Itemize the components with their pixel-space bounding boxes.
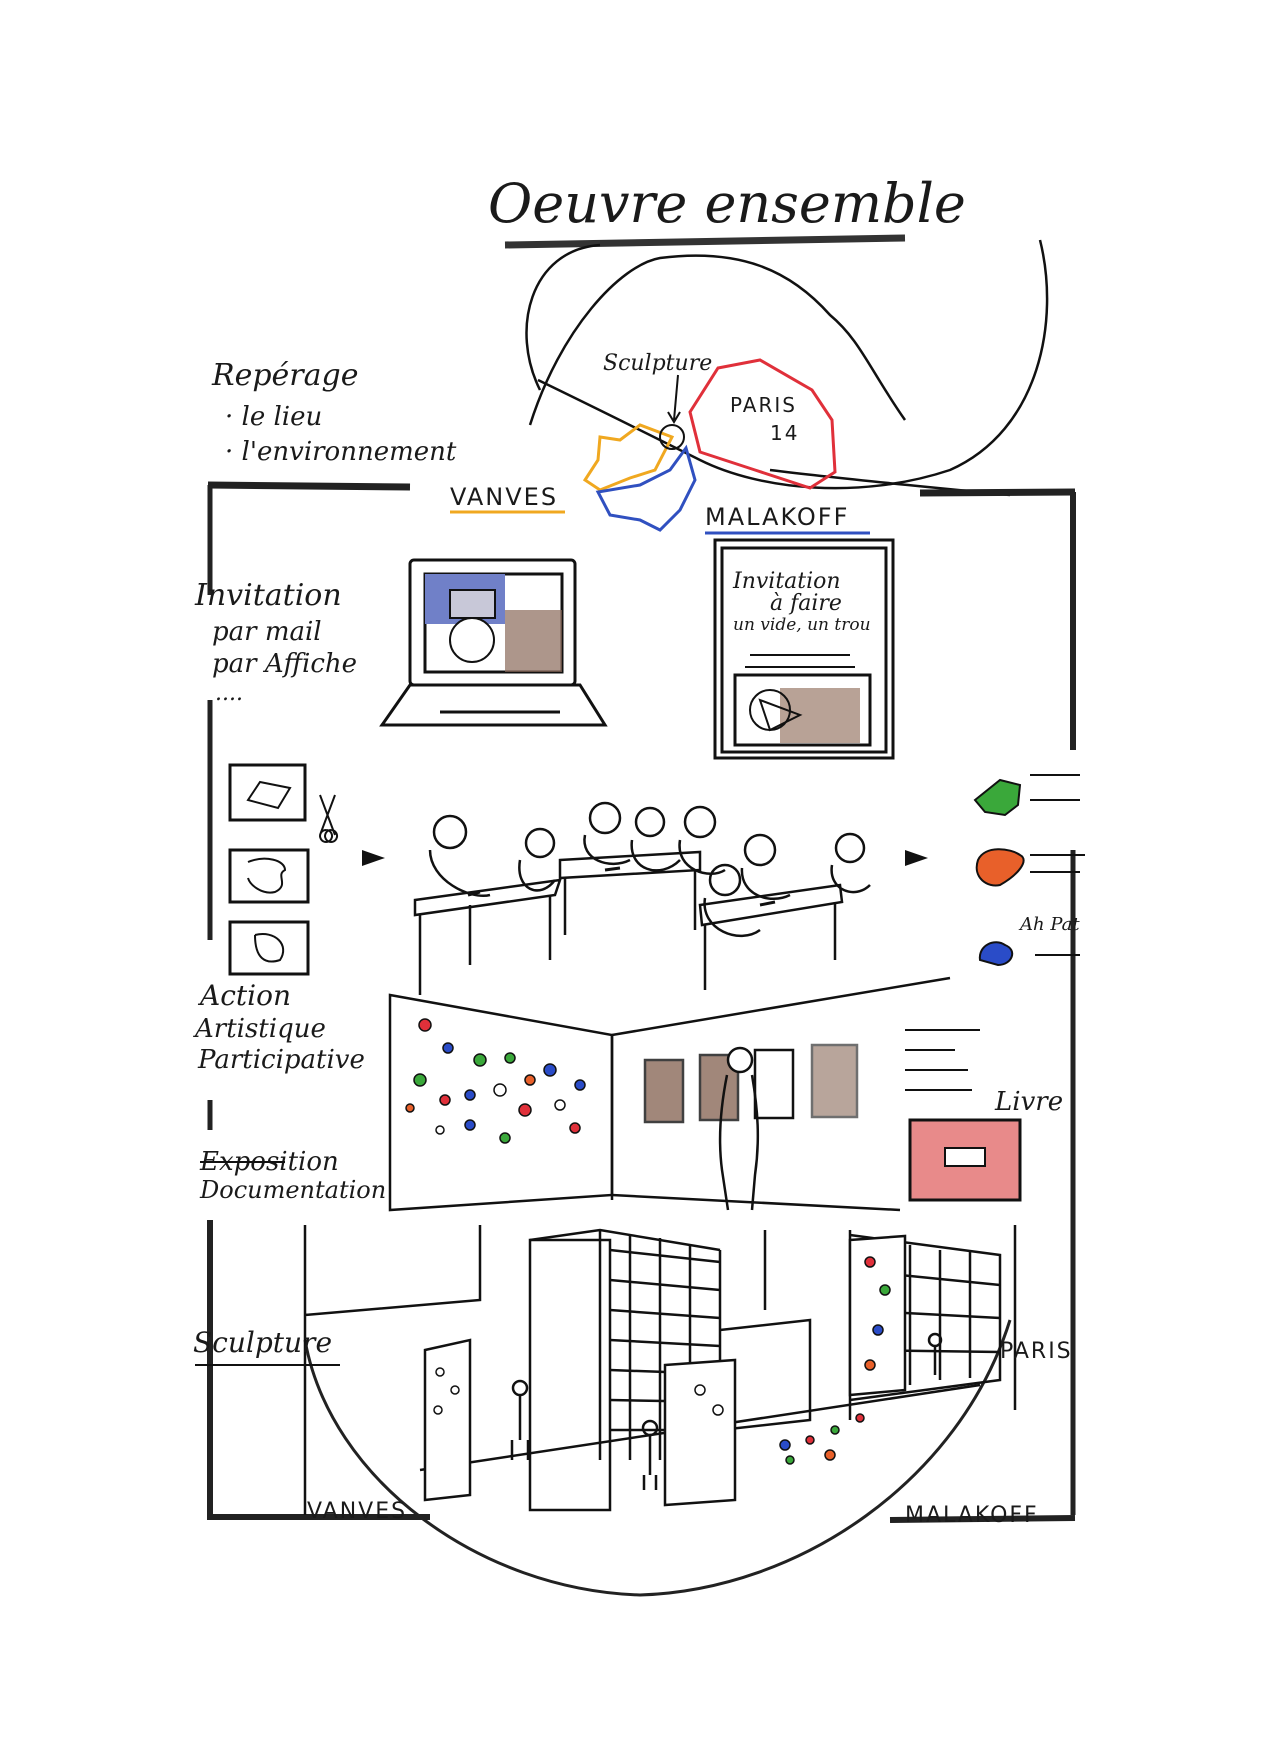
book-label: Livre	[994, 1087, 1063, 1117]
poster-line-1: Invitation	[732, 569, 841, 594]
scattered-shapes	[433, 1256, 891, 1465]
invitation-line-mail: par mail	[212, 617, 322, 647]
scissors-icon	[319, 794, 339, 843]
book-cover-label-icon	[944, 1147, 986, 1167]
reperage-item-environnement: · l'environnement	[225, 437, 457, 467]
map-sculpture-label: Sculpture	[603, 351, 712, 376]
action-line-3: Participative	[197, 1045, 365, 1075]
marker-arrow-icon	[667, 374, 681, 424]
arrow-right-icon	[905, 850, 928, 866]
scene-vanves-label: VANVES	[307, 1499, 407, 1524]
workshop-scene	[413, 801, 871, 995]
scene-malakoff-label: MALAKOFF	[905, 1503, 1039, 1528]
map-paris-number: 14	[770, 421, 799, 445]
map-malakoff-label: MALAKOFF	[705, 503, 849, 531]
scene-paris-label: PARIS	[1000, 1339, 1073, 1364]
page-title: Oeuvre ensemble	[488, 172, 966, 235]
invitation-heading: Invitation	[194, 578, 342, 613]
map-area: Sculpture PARIS 14 VANVES MALAKOFF	[450, 239, 1049, 535]
blue-shape-icon	[978, 941, 1014, 967]
expo-line-2: Documentation	[199, 1176, 386, 1204]
paris-outline	[688, 358, 837, 490]
notes-lines	[905, 1029, 980, 1091]
scene-sculpture-label: Sculpture	[193, 1326, 332, 1359]
orange-shape-icon	[975, 848, 1025, 887]
shape-caption: Ah Pat	[1018, 914, 1080, 935]
vanves-outline	[582, 423, 675, 492]
template-cards	[228, 763, 310, 976]
poster-icon	[713, 538, 895, 760]
title-underline	[504, 234, 906, 249]
action-line-1: Action	[197, 979, 291, 1012]
scribble-notes	[1030, 774, 1085, 956]
street-scene	[303, 1225, 1017, 1515]
map-vanves-label: VANVES	[450, 483, 558, 511]
main-frame	[207, 481, 1076, 1597]
arrow-left-icon	[362, 850, 385, 866]
reperage-heading: Repérage	[211, 358, 358, 393]
sculpture-marker-icon	[659, 424, 685, 450]
exhibition-scene	[388, 976, 951, 1212]
action-line-2: Artistique	[193, 1014, 326, 1044]
laptop-icon	[379, 558, 608, 727]
map-paris-label: PARIS	[730, 393, 797, 417]
reperage-item-lieu: · le lieu	[225, 402, 322, 432]
malakoff-outline	[595, 444, 697, 532]
green-shape-icon	[973, 778, 1022, 817]
invitation-line-affiche: par Affiche	[212, 649, 357, 679]
invitation-line-dots: ....	[215, 681, 243, 706]
wall-dots	[405, 1018, 586, 1144]
poster-line-3: un vide, un trou	[733, 615, 871, 635]
poster-line-2: à faire	[770, 591, 842, 616]
